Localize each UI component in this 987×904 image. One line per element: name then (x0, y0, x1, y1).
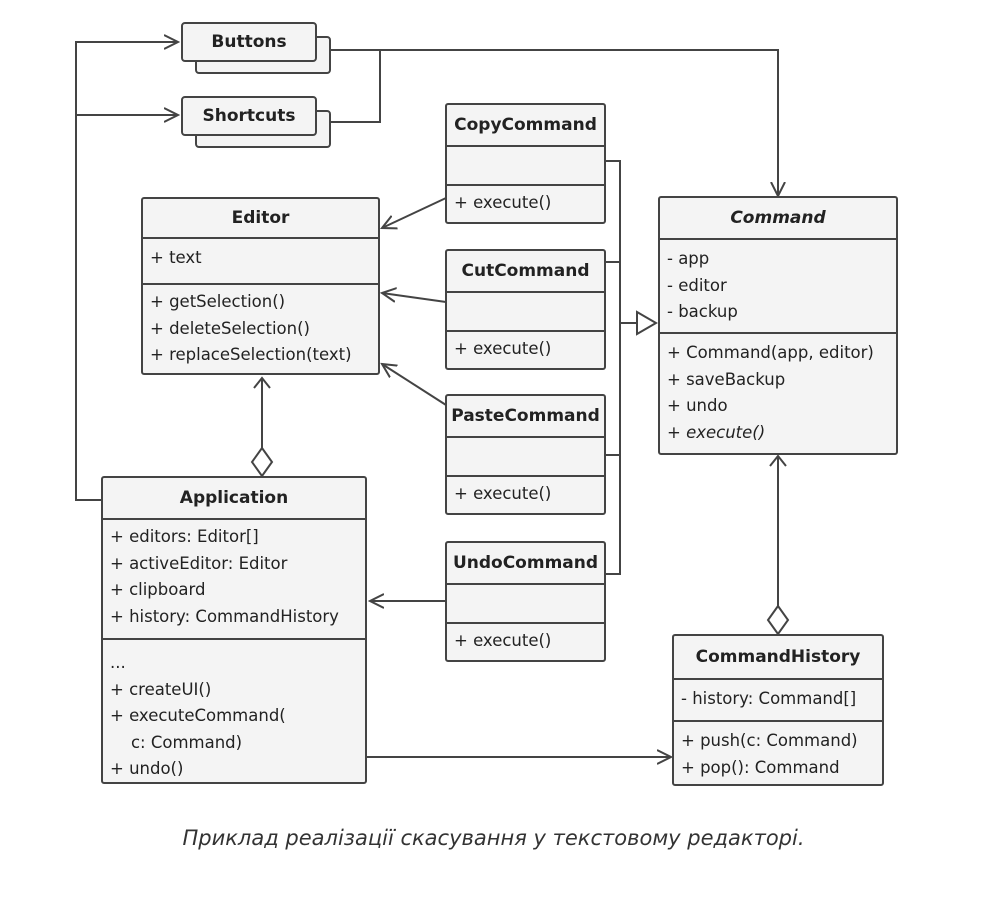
diamond-history (766, 604, 790, 636)
command-method-abstract: + execute() (667, 422, 766, 442)
pastecommand-class: PasteCommand + execute() (445, 394, 606, 515)
application-method: ... (110, 653, 126, 672)
buttons-label: Buttons (211, 32, 287, 52)
commandhistory-method: + pop(): Command (681, 757, 840, 777)
cutcommand-class-name: CutCommand (461, 261, 590, 281)
command-field: - backup (667, 302, 738, 321)
cut-to-editor-line (382, 293, 447, 303)
editor-field: + text (150, 248, 202, 267)
commandhistory-class-name: CommandHistory (695, 647, 861, 667)
shortcuts-to-command-line (330, 50, 381, 123)
command-method: + Command(app, editor) (667, 343, 874, 362)
application-field: + activeEditor: Editor (110, 553, 288, 573)
inheritance-triangle (636, 310, 658, 336)
undocommand-class-name: UndoCommand (452, 553, 599, 573)
application-class-name: Application (179, 488, 289, 508)
cutcommand-method: + execute() (454, 339, 552, 358)
undocommand-class: UndoCommand + execute() (445, 541, 606, 662)
paste-to-editor-line (382, 364, 447, 406)
copycommand-class-name: CopyCommand (454, 115, 597, 135)
inheritance-bus (605, 160, 621, 575)
editor-method: + deleteSelection() (150, 318, 310, 338)
editor-method: + getSelection() (150, 292, 286, 311)
commandhistory-method: + push(c: Command) (681, 731, 858, 750)
application-method: + executeCommand( (110, 706, 286, 725)
command-method: + saveBackup (667, 369, 786, 389)
shortcuts-stack (181, 96, 317, 136)
commandhistory-class: CommandHistory - history: Command[] + pu… (672, 634, 884, 786)
command-method: + undo (667, 396, 728, 415)
command-field: - editor (667, 275, 727, 295)
pastecommand-class-name: PasteCommand (451, 406, 600, 426)
application-method: + createUI() (110, 679, 212, 699)
commandhistory-field: - history: Command[] (681, 689, 857, 708)
application-field: + editors: Editor[] (110, 527, 259, 546)
undocommand-method: + execute() (454, 631, 552, 650)
command-class-name: Command (730, 208, 826, 228)
command-field: - app (667, 249, 710, 268)
application-field: + history: CommandHistory (110, 606, 339, 626)
pastecommand-method: + execute() (454, 484, 552, 503)
figure-caption: Приклад реалізації скасування у текстово… (182, 826, 805, 850)
editor-class-name: Editor (231, 208, 290, 228)
shortcuts-label: Shortcuts (202, 106, 296, 126)
application-method: + undo() (110, 759, 184, 778)
cutcommand-class: CutCommand + execute() (445, 249, 606, 370)
editor-class: Editor + text + getSelection() + deleteS… (141, 197, 380, 375)
buttons-stack (181, 22, 317, 62)
copycommand-class: CopyCommand + execute() (445, 103, 606, 224)
editor-method: + replaceSelection(text) (150, 345, 352, 364)
copycommand-method: + execute() (454, 193, 552, 212)
command-class: Command - app - editor - backup + Comman… (658, 196, 898, 455)
buttons-to-command-line (330, 49, 778, 196)
application-method: c: Command) (110, 732, 243, 752)
app-to-buttons-line (75, 42, 178, 501)
application-class: Application + editors: Editor[] + active… (101, 476, 367, 784)
diamond-application (250, 446, 274, 478)
copy-to-editor-line (382, 197, 447, 228)
application-field: + clipboard (110, 580, 206, 599)
